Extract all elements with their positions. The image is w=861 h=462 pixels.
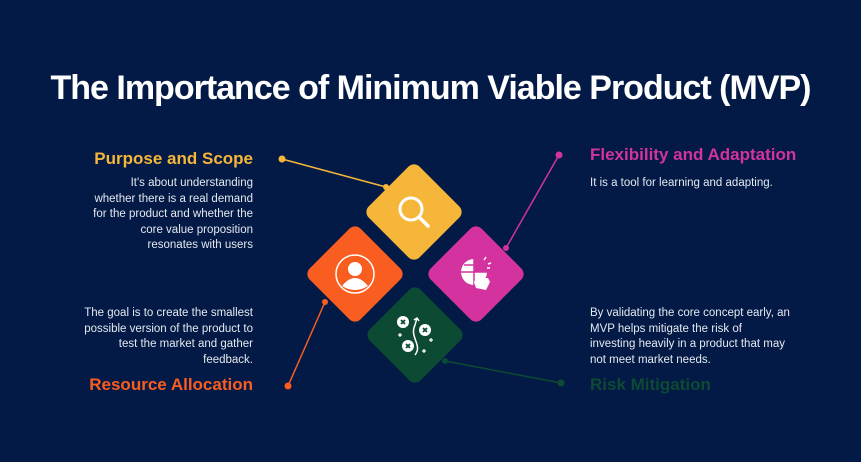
- purpose-text: It's about understanding whether there i…: [93, 177, 253, 251]
- flexibility-connector: [503, 151, 563, 251]
- resource-heading: Resource Allocation: [89, 375, 253, 394]
- risk-text: By validating the core concept early, an…: [590, 307, 790, 366]
- strategy-icon: [397, 316, 433, 356]
- risk-heading: Risk Mitigation: [590, 375, 711, 394]
- user-icon: [335, 254, 375, 294]
- page-title: The Importance of Minimum Viable Product…: [50, 69, 811, 107]
- globe-icon: [461, 256, 492, 290]
- purpose-connector: [278, 155, 389, 190]
- flexibility-heading: Flexibility and Adaptation: [590, 145, 797, 164]
- flexibility-text: It is a tool for learning and adapting.: [590, 177, 773, 189]
- resource-connector: [284, 299, 328, 390]
- resource-text: The goal is to create the smallest possi…: [84, 307, 253, 366]
- search-icon: [398, 196, 430, 228]
- risk-connector: [442, 358, 565, 387]
- purpose-heading: Purpose and Scope: [94, 149, 253, 168]
